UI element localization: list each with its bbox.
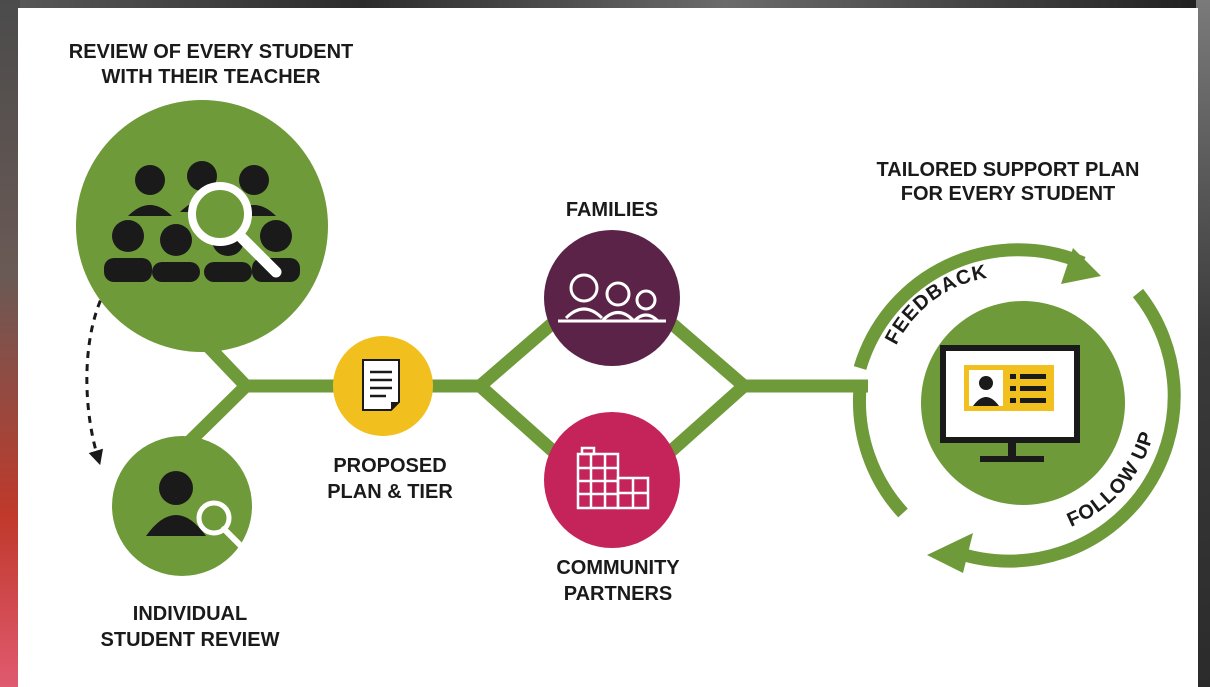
individual-review-node (112, 436, 252, 576)
individual-title-line2: STUDENT REVIEW (101, 629, 280, 651)
connector-to-families (475, 317, 559, 391)
monitor-profile-icon (940, 345, 1080, 462)
community-node (544, 412, 680, 548)
tailored-title-line2: FOR EVERY STUDENT (901, 183, 1115, 205)
review-title-line2: WITH THEIR TEACHER (102, 66, 321, 88)
group-review-node (76, 100, 328, 352)
families-circle (544, 230, 680, 366)
background-photo-edge (0, 0, 20, 687)
families-node (544, 230, 680, 366)
cycle-arrow-bottom (927, 533, 973, 573)
cycle-arc-top (853, 243, 1086, 370)
tailored-plan-node: FEEDBACK FOLLOW UP (852, 243, 1181, 573)
background-photo-edge (1196, 0, 1210, 687)
connector-from-families (665, 317, 749, 391)
buildings-icon (576, 446, 650, 510)
connector-lines (178, 315, 868, 457)
family-icon (558, 273, 666, 323)
cycle-arrow-top (1061, 248, 1101, 284)
proposed-title-line2: PLAN & TIER (327, 481, 453, 503)
proposed-plan-node (333, 336, 433, 436)
community-title-line1: COMMUNITY (556, 557, 680, 579)
connector-to-community (475, 381, 559, 457)
cycle-arc-bottom (955, 288, 1181, 568)
document-icon (362, 359, 400, 411)
review-title-line1: REVIEW OF EVERY STUDENT (69, 41, 353, 63)
community-title-line2: PARTNERS (564, 583, 673, 605)
proposed-title-line1: PROPOSED (333, 455, 446, 477)
cycle-arc-left (852, 387, 908, 518)
process-diagram: FEEDBACK FOLLOW UP REVIEW OF EVERY STUDE… (69, 41, 1181, 651)
families-title: FAMILIES (566, 199, 658, 221)
connector-from-community (665, 381, 749, 457)
person-magnifier-icon (146, 471, 245, 550)
infographic-panel: FEEDBACK FOLLOW UP REVIEW OF EVERY STUDE… (18, 8, 1198, 687)
individual-title-line1: INDIVIDUAL (133, 603, 247, 625)
individual-review-circle (112, 436, 252, 576)
group-magnifier-icon (104, 161, 300, 282)
tailored-title-line1: TAILORED SUPPORT PLAN (877, 159, 1140, 181)
